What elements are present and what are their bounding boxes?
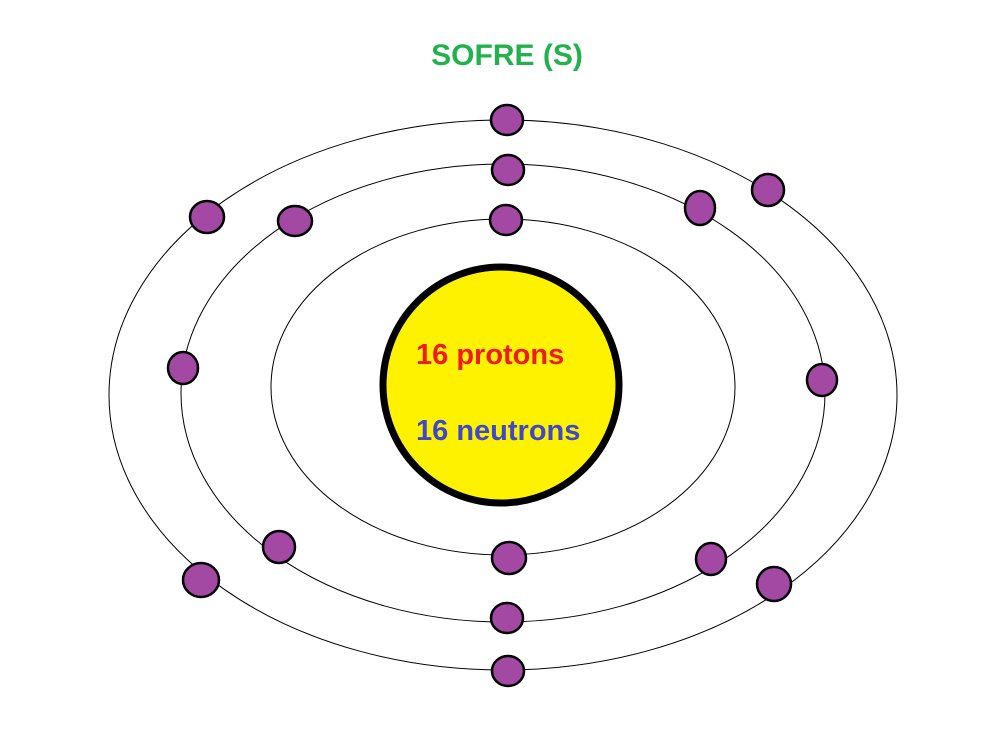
- electrons-outer-shell: [181, 103, 793, 688]
- electron: [181, 561, 221, 599]
- electron: [490, 654, 526, 688]
- electron: [489, 103, 525, 137]
- electron: [805, 362, 839, 398]
- electron: [261, 529, 297, 565]
- electron: [490, 153, 526, 187]
- diagram-title: SOFRE (S): [431, 39, 583, 72]
- electron: [755, 565, 793, 603]
- electron: [683, 189, 717, 227]
- nucleus: [379, 263, 623, 507]
- protons-label: 16 protons: [416, 339, 564, 371]
- electron: [276, 204, 314, 238]
- neutrons-label: 16 neutrons: [416, 415, 580, 447]
- electron: [750, 172, 786, 208]
- electron: [489, 601, 525, 635]
- electrons-middle-shell: [166, 153, 839, 635]
- electron: [490, 540, 528, 576]
- electron: [694, 541, 728, 577]
- electron: [166, 350, 200, 386]
- electrons-inner-shell: [488, 203, 528, 576]
- electron: [488, 203, 524, 237]
- electron: [188, 199, 226, 235]
